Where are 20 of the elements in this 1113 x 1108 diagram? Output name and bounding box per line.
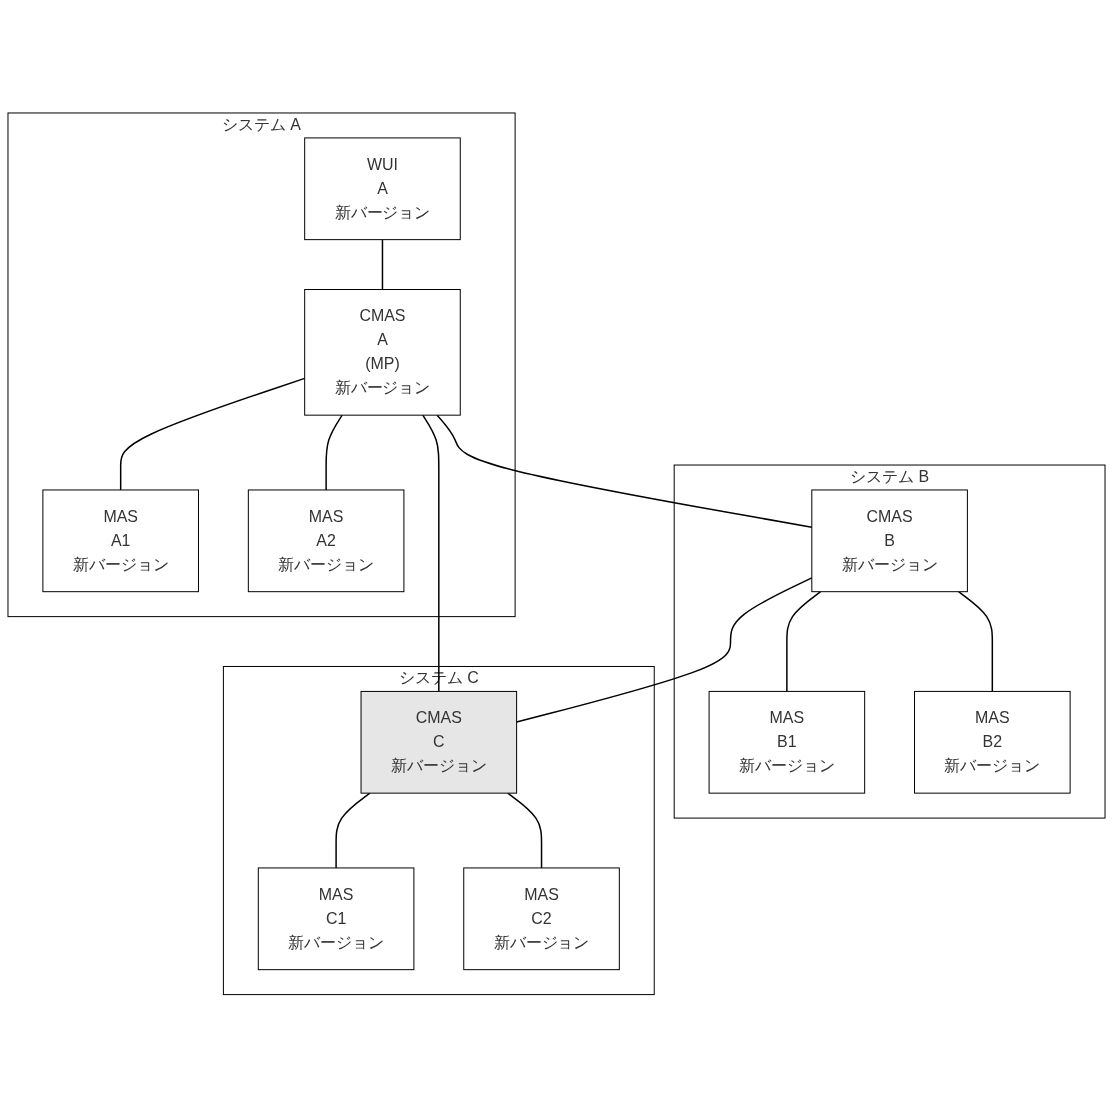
connector bbox=[507, 792, 543, 869]
node-box: MAS B2 新バージョン bbox=[914, 691, 1071, 794]
node-box: MAS A1 新バージョン bbox=[42, 489, 199, 593]
connector bbox=[381, 239, 384, 291]
node-box: MAS A2 新バージョン bbox=[247, 489, 405, 593]
node-box: MAS B1 新バージョン bbox=[708, 691, 866, 794]
node-box: CMAS A (MP) 新バージョン bbox=[304, 289, 461, 416]
connector bbox=[422, 414, 440, 693]
node-box: MAS C2 新バージョン bbox=[463, 867, 620, 971]
connector bbox=[515, 577, 813, 723]
node-box: CMAS B 新バージョン bbox=[811, 489, 968, 593]
connector bbox=[119, 377, 306, 491]
node-box: CMAS C 新バージョン bbox=[360, 691, 518, 794]
node-box: WUI A 新バージョン bbox=[304, 137, 461, 241]
connector bbox=[957, 591, 994, 693]
connector bbox=[335, 792, 371, 869]
connector bbox=[325, 414, 343, 491]
node-box: MAS C1 新バージョン bbox=[257, 867, 415, 971]
connector bbox=[436, 414, 813, 529]
connector bbox=[786, 591, 822, 693]
